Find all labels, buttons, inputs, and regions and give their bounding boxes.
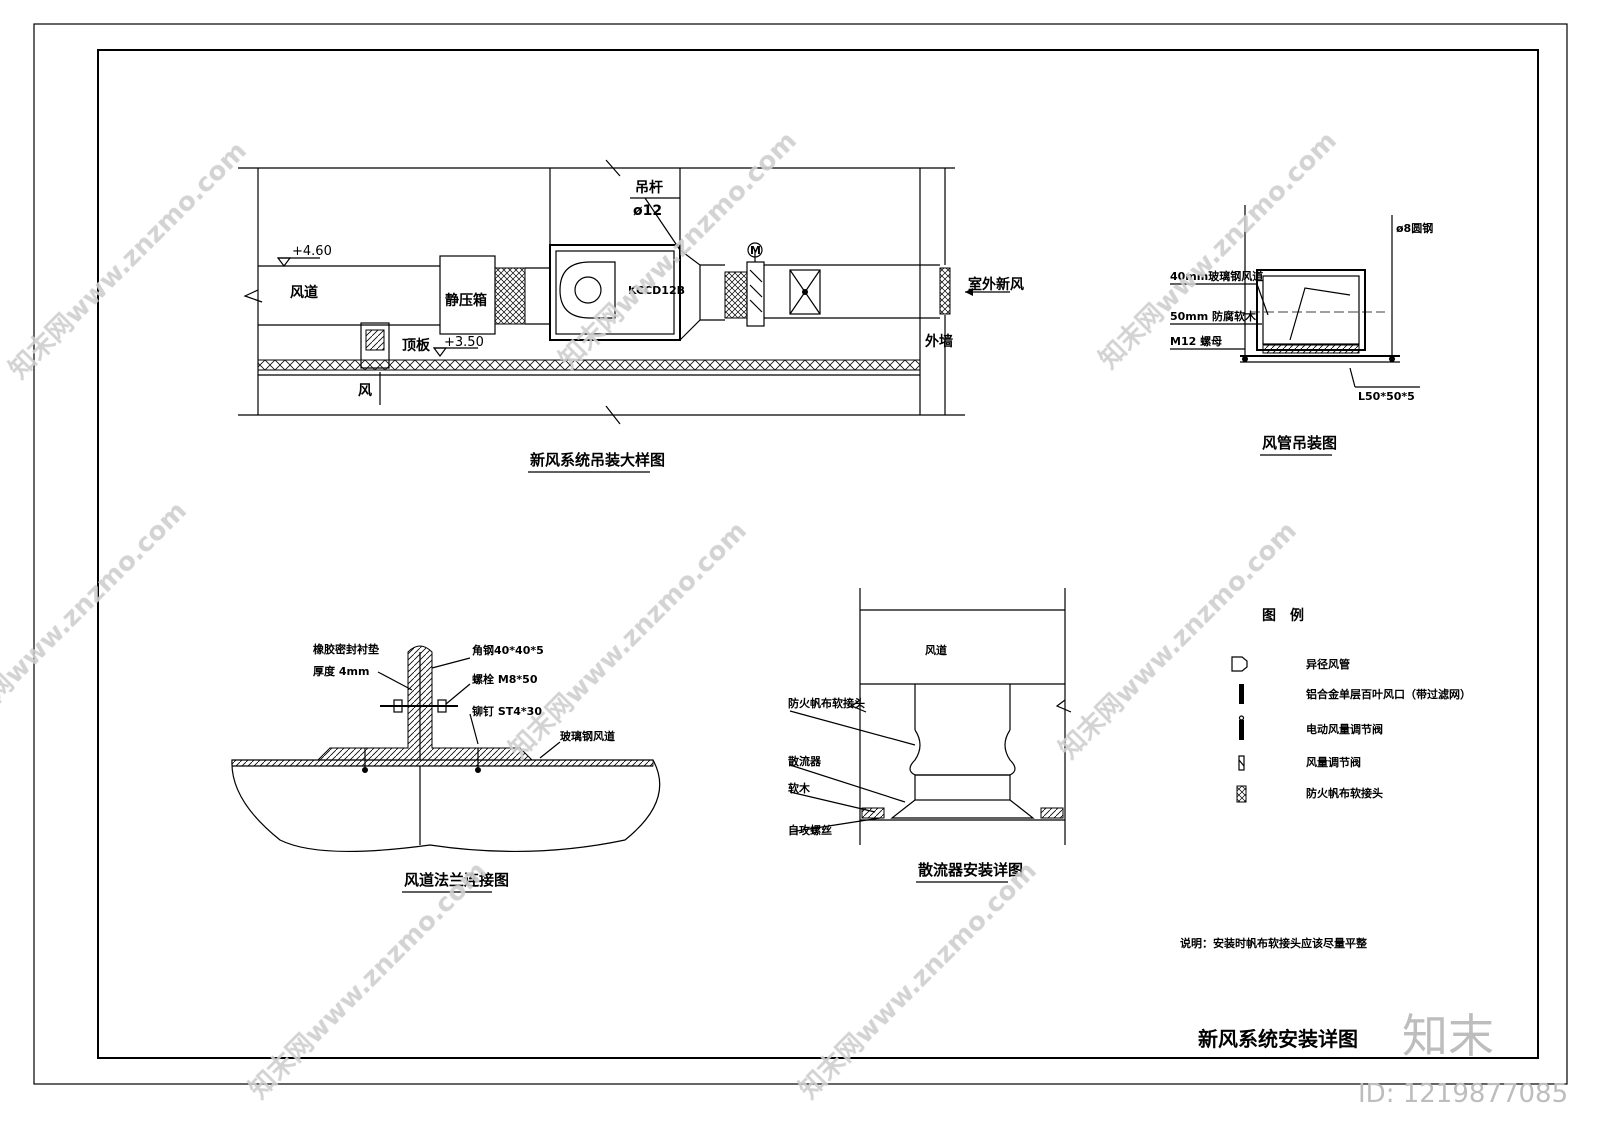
legend-title: 图 例 (1262, 607, 1304, 624)
flange-label-angle: 角钢40*40*5 (472, 643, 544, 657)
brand-watermark: 知末 (1402, 1009, 1494, 1063)
watermark-text: 知末网www.znzmo.com (504, 516, 753, 765)
inner-border (97, 49, 1539, 1059)
unit-label: KCCD12B (628, 284, 685, 297)
hanger-label-duct: 40mm玻璃钢风道 (1170, 269, 1263, 283)
install-note: 说明：安装时帆布软接头应该尽量平整 (1180, 936, 1367, 950)
hanger-detail: 40mm玻璃钢风道 50mm 防腐软木 M12 螺母 ø8圆钢 L50*50*5… (1170, 205, 1433, 456)
diffuser-label-screw: 自攻螺丝 (788, 823, 832, 837)
diffuser-detail: 风道 防火帆布软接头 散流器 软木 自攻螺丝 散流器安装详图 (788, 588, 1072, 883)
damper-icon (1238, 755, 1245, 771)
main-detail: +4.60 +3.50 风道 静压箱 KCCD12B 吊杆 ø12 M 室外新风… (238, 159, 1024, 473)
flange-label-gasket: 橡胶密封衬垫 (313, 642, 379, 656)
hanger-label-cork: 50mm 防腐软木 (1170, 309, 1257, 323)
diffuser-label-cork: 软木 (788, 781, 811, 795)
ceiling-label: 顶板 (402, 337, 431, 354)
rod-label: 吊杆 (635, 179, 663, 196)
outer-wall-label: 外墙 (925, 333, 953, 350)
diffuser-detail-title: 散流器安装详图 (918, 861, 1023, 879)
legend-item-damper: 风量调节阀 (1306, 755, 1361, 769)
watermarks: 知末网www.znzmo.com 知末网www.znzmo.com 知末网www… (0, 126, 1343, 1105)
elev-top-label: +4.60 (292, 244, 332, 259)
legend-item-motor-damper: 电动风量调节阀 (1306, 722, 1383, 736)
flange-label-rivet: 铆钉 ST4*30 (472, 704, 542, 718)
motor-symbol: M (750, 244, 761, 257)
louver-vent-icon (1239, 684, 1244, 704)
watermark-text: 知末网www.znzmo.com (244, 856, 493, 1105)
watermark-text: 知末网www.znzmo.com (1054, 516, 1303, 765)
hanger-label-angle: L50*50*5 (1358, 390, 1415, 403)
flange-label-bolt: 螺栓 M8*50 (472, 672, 538, 686)
diffuser-label-duct: 风道 (925, 643, 947, 657)
watermark-text: 知末网www.znzmo.com (4, 136, 253, 385)
motor-damper-icon (1238, 715, 1245, 740)
diffuser-label-diffuser: 散流器 (788, 754, 822, 768)
legend: 图 例 异径风管 铝合金单层百叶风口（带过滤网） 电动风量调节阀 风量调节阀 防… (1231, 607, 1471, 803)
sheet-title: 新风系统安装详图 (1198, 1027, 1358, 1051)
flange-label-duct: 玻璃钢风道 (560, 729, 615, 743)
flange-detail: 橡胶密封衬垫 厚度 4mm 角钢40*40*5 螺栓 M8*50 铆钉 ST4*… (231, 642, 661, 893)
main-detail-title: 新风系统吊装大样图 (530, 451, 665, 469)
hanger-label-nut: M12 螺母 (1170, 334, 1222, 348)
static-box-label: 静压箱 (445, 292, 487, 309)
reducer-duct-icon (1231, 656, 1248, 672)
rod-size-label: ø12 (633, 203, 662, 219)
watermark-text: 知末网www.znzmo.com (794, 856, 1043, 1105)
hanger-detail-title: 风管吊装图 (1262, 434, 1337, 452)
id-watermark: ID: 1219877085 (1358, 1079, 1568, 1109)
outer-border (33, 23, 1568, 1085)
flange-label-thickness: 厚度 4mm (313, 664, 369, 678)
outdoor-air-label: 室外新风 (968, 276, 1024, 293)
flange-detail-title: 风道法兰连接图 (404, 871, 509, 889)
duct-label: 风道 (290, 284, 318, 301)
elev-bottom-label: +3.50 (444, 335, 484, 350)
watermark-text: 知末网www.znzmo.com (0, 496, 193, 745)
diffuser-label-connector: 防火帆布软接头 (788, 696, 865, 710)
legend-item-fire-connector: 防火帆布软接头 (1306, 786, 1383, 800)
hanger-label-rod: ø8圆钢 (1396, 221, 1433, 235)
legend-item-louver: 铝合金单层百叶风口（带过滤网） (1306, 687, 1471, 701)
wind-label: 风 (358, 383, 372, 399)
legend-item-reducer: 异径风管 (1306, 657, 1350, 671)
fire-connector-icon (1236, 785, 1247, 803)
